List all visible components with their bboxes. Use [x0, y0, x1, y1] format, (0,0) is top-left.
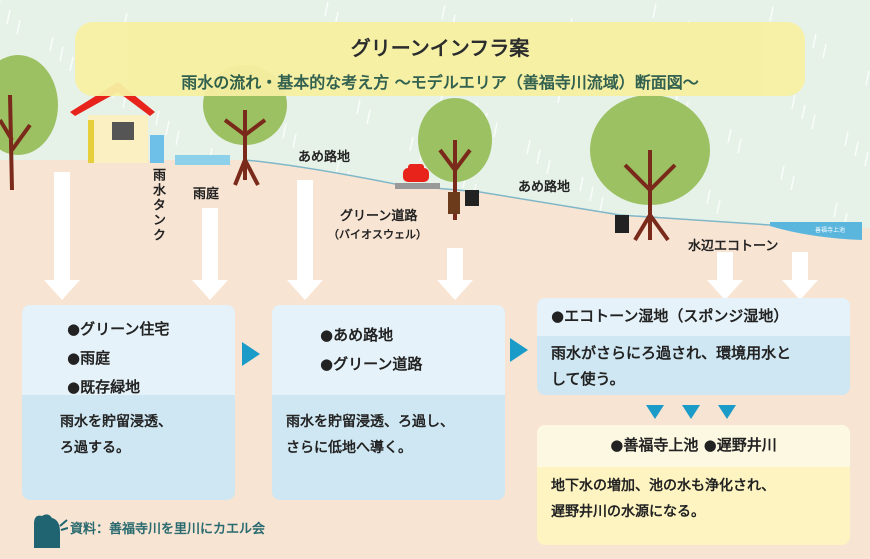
item: ●既存緑地	[67, 378, 141, 396]
raindrop	[822, 43, 827, 59]
label-green-road: グリーン道路	[340, 209, 418, 224]
downflow-arrows	[44, 172, 818, 300]
desc-line: 雨水を貯留浸透、ろ過し、	[286, 414, 454, 430]
label-pond: 善福寺上池	[815, 227, 846, 234]
desc-line: ろ過する。	[60, 440, 130, 456]
raindrop	[292, 133, 297, 149]
raindrop	[493, 122, 498, 138]
raindrop	[790, 175, 795, 191]
item: ●雨庭	[67, 349, 111, 367]
down-arrow	[192, 208, 228, 300]
raindrop	[844, 131, 849, 147]
box-pond-river: ●善福寺上池 ●遅野井川 地下水の増加、池の水も浄化され、 遅野井川の水源になる…	[537, 425, 850, 545]
item: ●グリーン道路	[320, 355, 423, 373]
label-bioswale: （バイオスウェル）	[328, 228, 427, 241]
raindrop	[546, 159, 551, 175]
raindrop	[812, 33, 817, 49]
desc-line: 地下水の増加、池の水も浄化され、	[551, 478, 776, 494]
down-arrow	[287, 180, 323, 300]
raindrop	[59, 46, 64, 62]
desc-line: 遅野井川の水源になる。	[551, 504, 705, 520]
raindrop	[599, 196, 604, 212]
raindrop	[282, 123, 287, 139]
raindrop	[769, 6, 774, 22]
raindrop	[366, 109, 371, 125]
raindrop	[864, 151, 869, 167]
down-arrow	[437, 248, 473, 300]
arrow-down-icon	[646, 405, 664, 419]
label-rain-tank: 雨水タンク	[150, 168, 165, 243]
raindrop	[155, 110, 160, 126]
raindrop	[441, 4, 446, 20]
raindrop	[6, 9, 11, 25]
bioswale	[448, 192, 460, 214]
page-title: グリーンインフラ案	[350, 36, 530, 60]
item: ●グリーン住宅	[67, 320, 170, 338]
raindrop	[69, 56, 74, 72]
raindrop	[791, 94, 796, 110]
raindrop	[811, 114, 816, 130]
label-rain-garden: 雨庭	[193, 187, 220, 202]
raindrop	[780, 165, 785, 181]
raindrop	[49, 36, 54, 52]
raindrop	[526, 139, 531, 155]
frog-icon	[34, 514, 68, 548]
pond	[770, 222, 862, 240]
down-arrow	[44, 172, 80, 300]
raindrop	[579, 176, 584, 192]
raindrop	[652, 3, 657, 19]
raindrop	[324, 1, 329, 17]
label-waterside-ecotone: 水辺エコトーン	[688, 239, 779, 254]
box-ame-roji: ●あめ路地 ●グリーン道路 雨水を貯留浸透、ろ過し、 さらに低地へ導く。	[272, 305, 505, 500]
box-green-housing: ●グリーン住宅 ●雨庭 ●既存緑地 雨水を貯留浸透、 ろ過する。	[22, 305, 235, 500]
down-arrow	[707, 252, 743, 300]
desc-line: 雨水がさらにろ過され、環境用水と	[551, 344, 792, 362]
raindrop	[727, 128, 732, 144]
raindrop	[175, 130, 180, 146]
raindrop	[716, 199, 721, 215]
raindrop	[706, 189, 711, 205]
arrow-down-icon	[682, 405, 700, 419]
raindrop	[854, 141, 859, 157]
raindrop	[865, 70, 870, 86]
raindrop	[409, 136, 414, 152]
desc-line: 雨水を貯留浸透、	[60, 414, 172, 430]
raindrop	[536, 149, 541, 165]
item: ●善福寺上池 ●遅野井川	[610, 436, 777, 454]
raindrop	[589, 186, 594, 202]
item: ●エコトーン湿地（スポンジ湿地）	[551, 307, 789, 325]
arrow-right-icon	[510, 338, 528, 362]
rain-tank	[150, 135, 164, 163]
raindrop	[16, 19, 21, 35]
title-banner: グリーンインフラ案 雨水の流れ・基本的な考え方 ～モデルエリア（善福寺川流域）断…	[75, 22, 805, 96]
desc-line: して使う。	[551, 370, 625, 388]
raindrop	[801, 104, 806, 120]
label-ame-roji-1: あめ路地	[298, 150, 351, 165]
raindrop	[165, 120, 170, 136]
source-credit: 資料：善福寺川を里川にカエル会	[70, 522, 266, 537]
item: ●あめ路地	[320, 326, 394, 344]
label-ame-roji-2: あめ路地	[518, 180, 571, 195]
down-arrow	[782, 252, 818, 300]
arrow-right-icon	[242, 342, 260, 366]
rain-garden	[175, 155, 230, 165]
raindrop	[737, 138, 742, 154]
page-subtitle: 雨水の流れ・基本的な考え方 ～モデルエリア（善福寺川流域）断面図～	[181, 73, 699, 92]
desc-line: さらに低地へ導く。	[286, 440, 412, 456]
box-ecotone-wetland: ●エコトーン湿地（スポンジ湿地） 雨水がさらにろ過され、環境用水と して使う。	[537, 298, 850, 395]
car-icon	[395, 164, 440, 189]
raindrop	[833, 202, 838, 218]
arrow-down-icon	[718, 405, 736, 419]
raindrop	[356, 99, 361, 115]
